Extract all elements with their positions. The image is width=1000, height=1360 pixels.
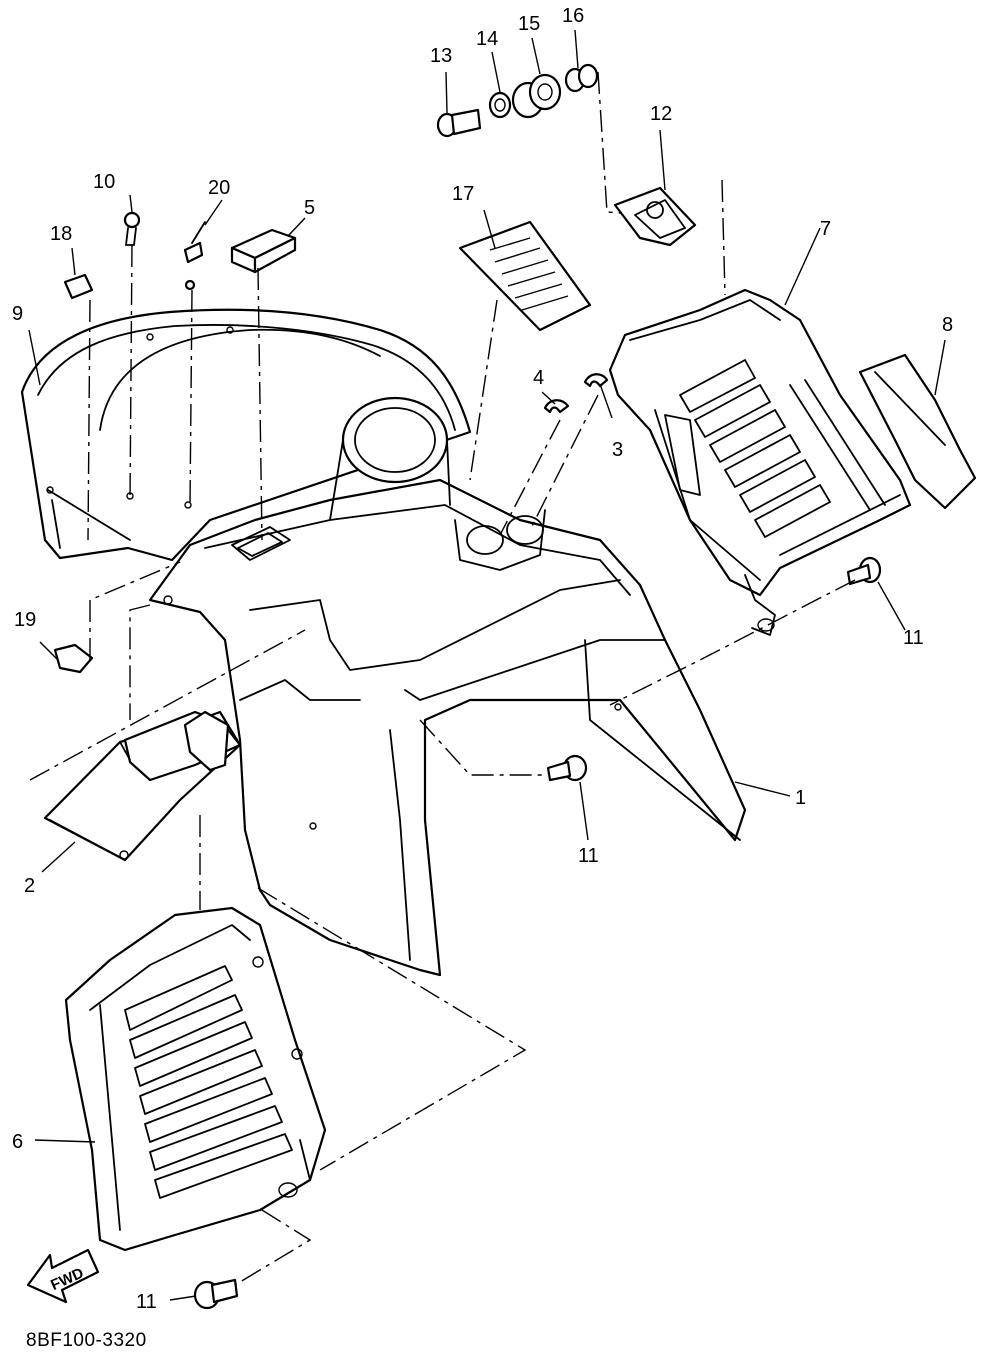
part-11-bolt-center (546, 754, 588, 782)
part-13-bolt (436, 108, 482, 138)
part-12-lock-bracket (613, 186, 697, 247)
callout-19: 19 (14, 609, 36, 631)
callout-11-center: 11 (578, 845, 599, 867)
part-7-right-vent-panel (608, 288, 912, 636)
part-19-clamp (53, 643, 94, 674)
callout-5: 5 (304, 197, 315, 219)
part-17-label-sticker (458, 220, 592, 332)
callout-14: 14 (476, 28, 498, 50)
callout-10: 10 (93, 171, 115, 193)
callout-4: 4 (533, 367, 544, 389)
callout-20: 20 (208, 177, 230, 199)
part-3-hose (583, 373, 609, 388)
callout-15: 15 (518, 13, 540, 35)
callout-labels: 1 2 3 4 5 6 7 8 9 10 11 11 11 12 13 14 1… (12, 5, 953, 1313)
callout-11-right: 11 (903, 627, 924, 649)
part-15-bushing (511, 73, 562, 119)
callout-3: 3 (612, 439, 623, 461)
part-1-front-cowl-body (148, 396, 747, 977)
part-11-bolt-right (846, 556, 882, 586)
part-4-hose (543, 399, 570, 414)
callout-7: 7 (820, 218, 831, 240)
assembly-lines (29, 71, 856, 1286)
callout-1: 1 (795, 787, 806, 809)
callout-18: 18 (50, 223, 72, 245)
callout-12: 12 (650, 103, 672, 125)
part-2-under-cover (43, 710, 242, 862)
callout-13: 13 (430, 45, 452, 67)
callout-17: 17 (452, 183, 474, 205)
part-11-bolt-lower (193, 1278, 239, 1310)
part-14-washer (488, 91, 512, 119)
part-5-cap (230, 228, 297, 274)
callout-8: 8 (942, 314, 953, 336)
leader-lines (28, 29, 946, 1301)
fwd-arrow-icon: FWD (26, 1248, 100, 1304)
callout-6: 6 (12, 1131, 23, 1153)
part-18-grommet (63, 273, 94, 300)
callout-9: 9 (12, 303, 23, 325)
part-10-screw (123, 211, 141, 246)
part-16-collar (564, 63, 599, 93)
callout-16: 16 (562, 5, 584, 27)
part-20-clip (183, 221, 206, 291)
part-8-seal-strip (858, 353, 977, 510)
callout-2: 2 (24, 875, 35, 897)
part-9-left-upper-panel (20, 308, 472, 562)
diagram-code: 8BF100-3320 (26, 1330, 147, 1351)
part-6-left-vent-panel (64, 906, 327, 1252)
callout-11-lower: 11 (136, 1291, 157, 1313)
